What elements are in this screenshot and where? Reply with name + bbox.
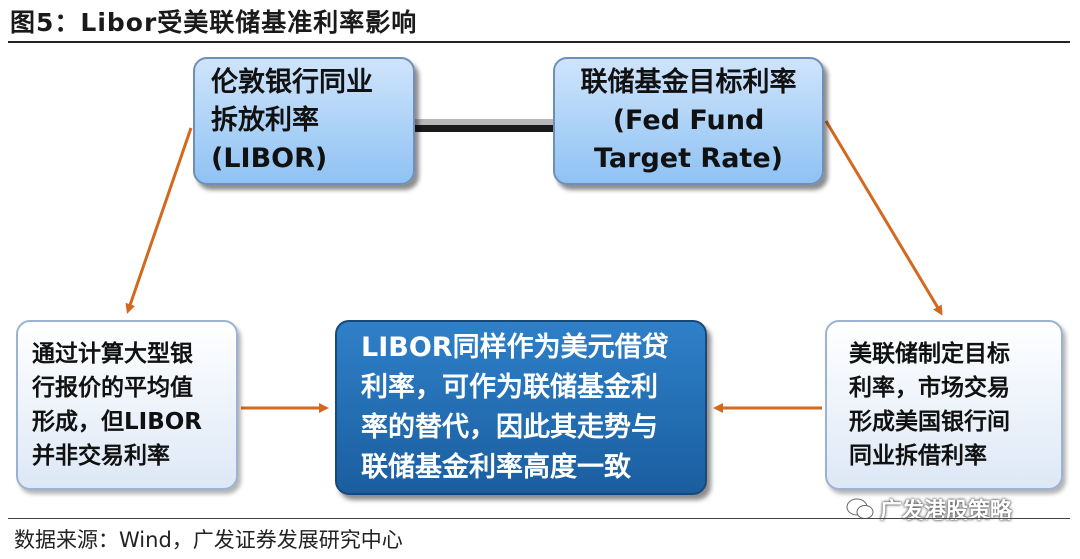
arrow-fed-to-right: [824, 120, 943, 316]
figure-title: 图5：Libor受美联储基准利率影响: [10, 8, 418, 37]
left-box-line: 并非交易利率: [32, 443, 170, 469]
center-box-line: 利率，可作为联储基金利: [361, 371, 658, 403]
connector-line: [414, 119, 554, 132]
watermark: 广发港股策略: [846, 493, 1012, 525]
right-box-line: 形成美国银行间: [849, 409, 1010, 435]
left-box-line: 行报价的平均值: [32, 375, 193, 401]
wechat-icon: [846, 498, 874, 519]
title-divider: [8, 41, 1070, 43]
center-box-line: 联储基金利率高度一致: [361, 451, 631, 483]
right-box-line: 美联储制定目标: [849, 341, 1010, 367]
left-box-line: 通过计算大型银: [32, 341, 193, 367]
center-box-line: LIBOR同样作为美元借贷: [361, 331, 669, 363]
libor-formation-box: 通过计算大型银 行报价的平均值 形成，但LIBOR 并非交易利率: [16, 320, 238, 490]
right-box-line: 利率，市场交易: [849, 375, 1010, 401]
center-box-line: 率的替代，因此其走势与: [361, 411, 658, 443]
arrow-libor-to-left: [125, 127, 193, 314]
fed-box-line: (Fed Fund: [612, 105, 765, 136]
fed-box-line: 联储基金目标利率: [580, 67, 797, 98]
fed-box-line: Target Rate): [594, 143, 783, 174]
libor-box-line: 伦敦银行同业: [211, 67, 373, 98]
fed-mechanism-box: 美联储制定目标 利率，市场交易 形成美国银行间 同业拆借利率: [825, 320, 1063, 490]
footer-divider: [8, 518, 1070, 519]
libor-box-line: (LIBOR): [211, 143, 328, 174]
libor-box-line: 拆放利率: [211, 105, 319, 136]
conclusion-box: LIBOR同样作为美元借贷 利率，可作为联储基金利 率的替代，因此其走势与 联储…: [335, 320, 707, 495]
watermark-text: 广发港股策略: [880, 499, 1013, 524]
fed-fund-box: 联储基金目标利率 (Fed Fund Target Rate): [553, 57, 824, 185]
source-note: 数据来源：Wind，广发证券发展研究中心: [14, 528, 403, 552]
right-box-line: 同业拆借利率: [849, 443, 987, 469]
left-box-line: 形成，但LIBOR: [32, 409, 203, 435]
libor-box: 伦敦银行同业 拆放利率 (LIBOR): [193, 57, 415, 185]
